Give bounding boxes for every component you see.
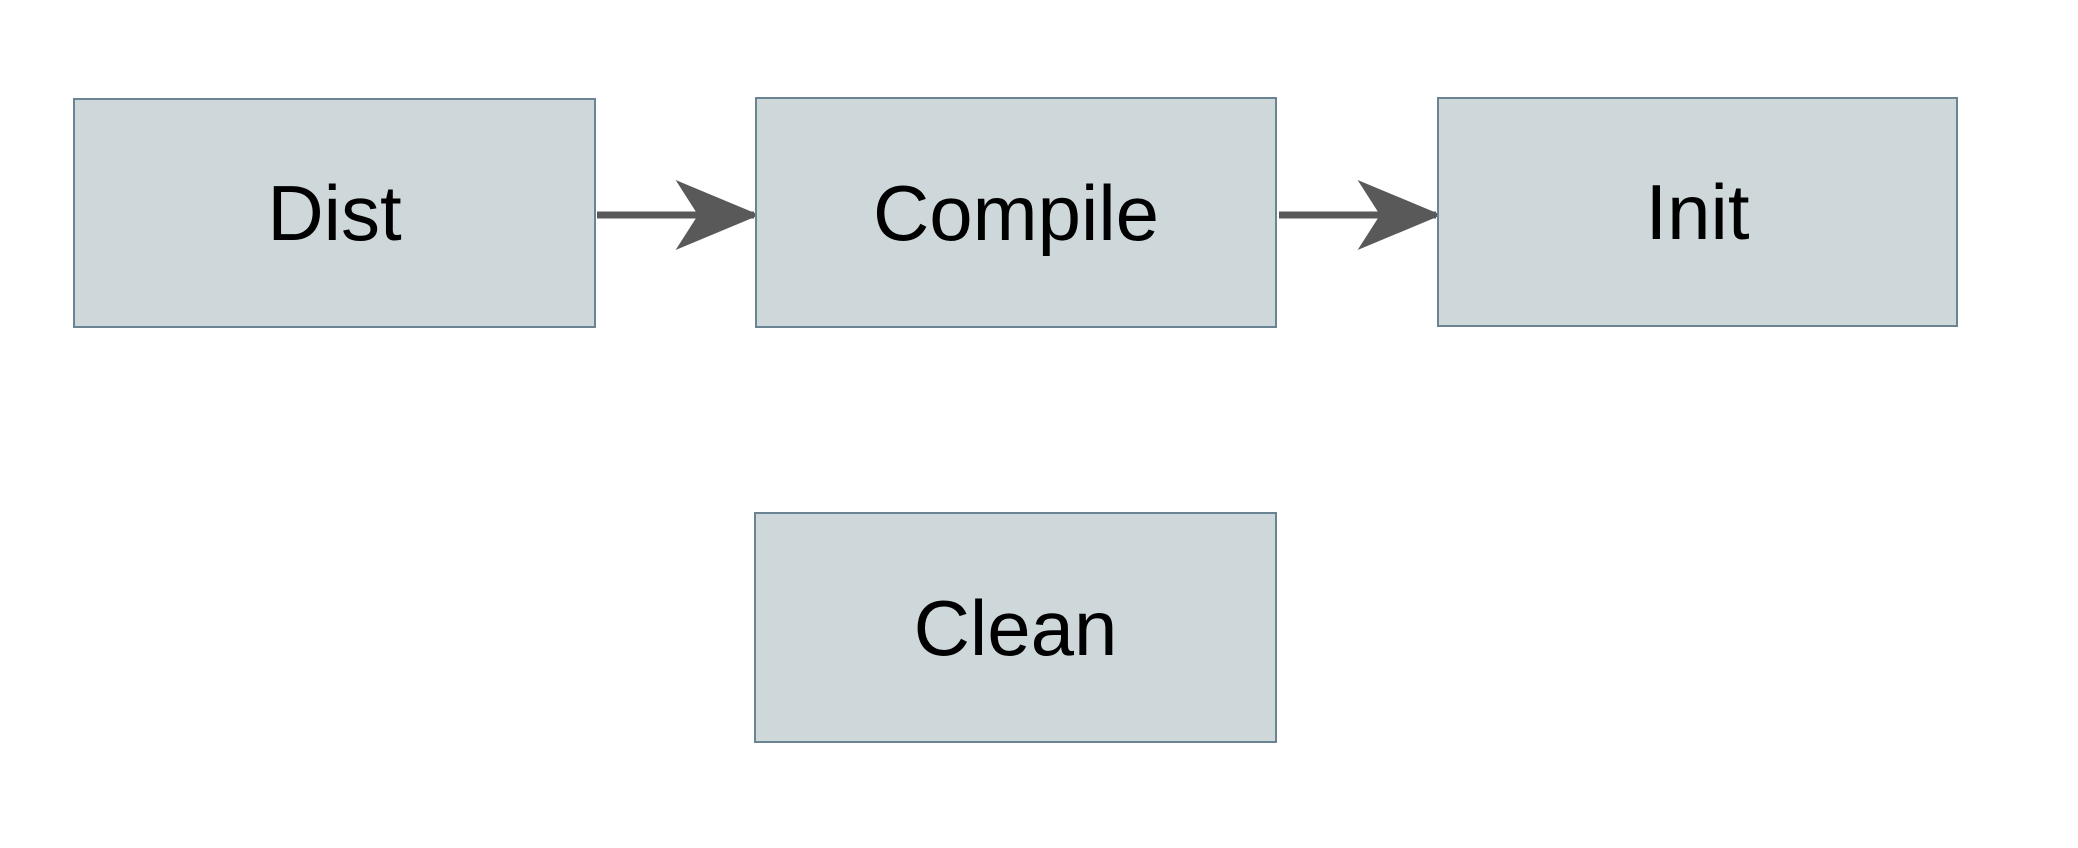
node-clean[interactable]: Clean [754,512,1277,743]
node-init[interactable]: Init [1437,97,1958,327]
node-label-dist: Dist [267,169,402,257]
node-label-init: Init [1645,168,1750,256]
node-compile[interactable]: Compile [755,97,1277,328]
edge-compile-to-init-hitarea[interactable] [1279,195,1436,235]
node-label-compile: Compile [872,168,1160,257]
node-label-clean: Clean [913,583,1118,672]
edge-dist-to-compile-hitarea[interactable] [597,195,754,235]
node-dist[interactable]: Dist [73,98,596,328]
